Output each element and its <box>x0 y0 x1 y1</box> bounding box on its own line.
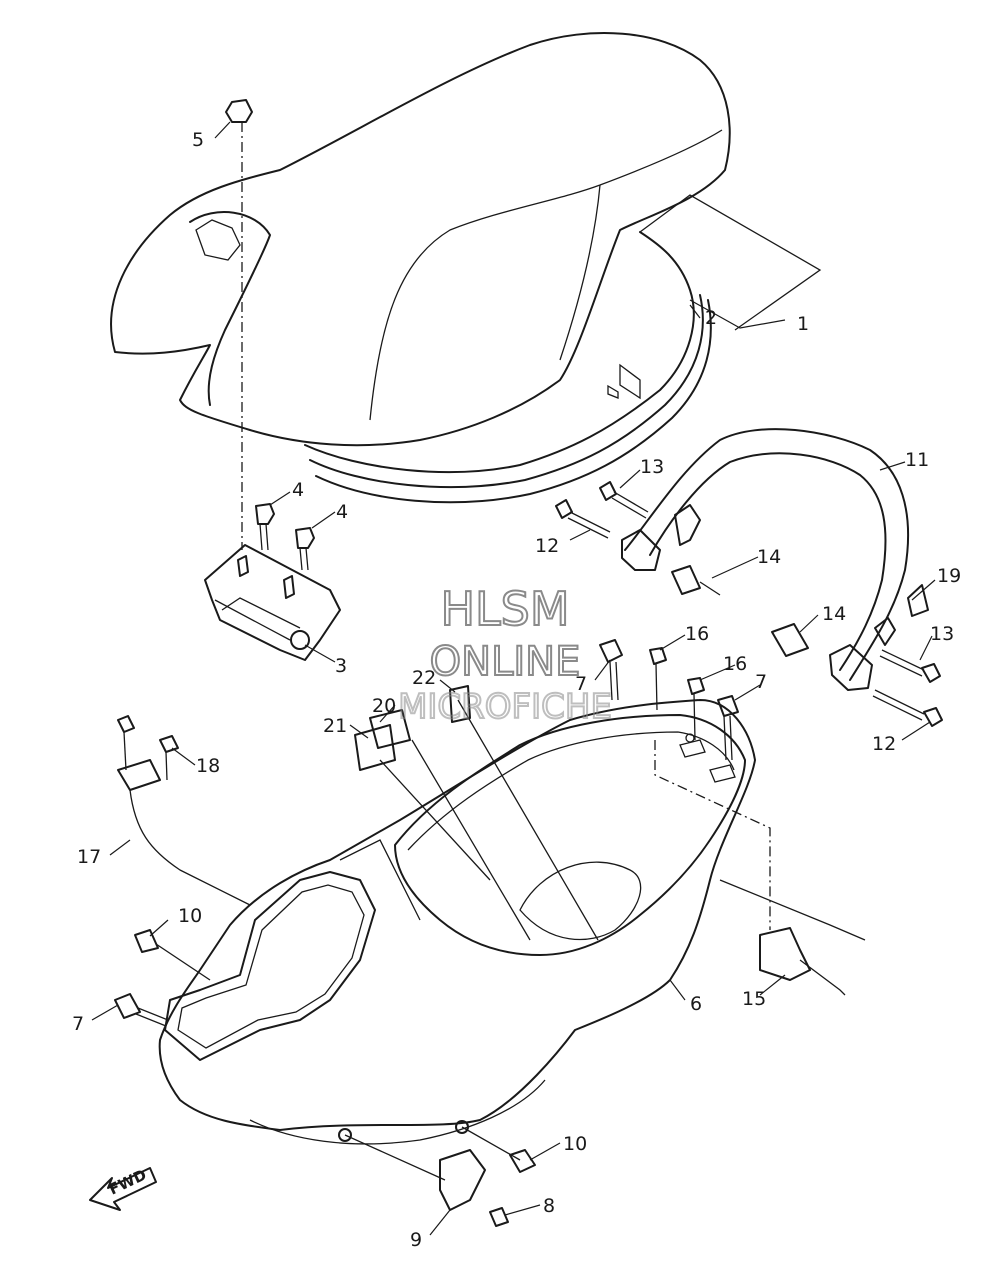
storage-box <box>114 639 866 1227</box>
callout-14b: 14 <box>822 603 846 625</box>
watermark: HLSM ONLINE MICROFICHE <box>397 581 613 728</box>
callout-10a: 10 <box>178 905 202 927</box>
callout-3: 3 <box>335 655 347 677</box>
callout-14a: 14 <box>757 546 781 568</box>
callout-12b: 12 <box>872 733 896 755</box>
watermark-line-1: HLSM <box>440 582 569 636</box>
callout-7c: 7 <box>72 1013 84 1035</box>
callout-13a: 13 <box>640 456 664 478</box>
callout-21: 21 <box>323 715 347 737</box>
callout-16a: 16 <box>685 623 709 645</box>
fwd-label: FWD <box>106 1166 149 1199</box>
callout-11: 11 <box>905 449 929 471</box>
seat-assembly <box>110 32 822 504</box>
callout-7a: 7 <box>575 673 587 695</box>
callout-7b: 7 <box>755 671 767 693</box>
callout-9: 9 <box>410 1229 422 1251</box>
callout-8: 8 <box>543 1195 555 1217</box>
callout-4b: 4 <box>336 501 348 523</box>
callout-12a: 12 <box>535 535 559 557</box>
callout-4a: 4 <box>292 479 304 501</box>
grab-bar <box>555 428 943 727</box>
callout-17: 17 <box>77 846 101 868</box>
callout-5: 5 <box>192 129 204 151</box>
watermark-line-2: ONLINE <box>430 639 581 685</box>
forward-direction-indicator: FWD <box>89 1166 157 1211</box>
callout-10b: 10 <box>563 1133 587 1155</box>
callout-6: 6 <box>690 993 702 1015</box>
callout-20: 20 <box>372 695 396 717</box>
callout-13b: 13 <box>930 623 954 645</box>
seat-hinge <box>204 99 341 661</box>
callout-1: 1 <box>797 313 809 335</box>
callout-16b: 16 <box>723 653 747 675</box>
callout-labels: 1 2 3 4 4 5 6 7 7 7 8 9 10 10 11 12 12 1… <box>72 129 961 1251</box>
callout-19: 19 <box>937 565 961 587</box>
callout-2: 2 <box>705 307 717 329</box>
leader-lines <box>91 121 936 1236</box>
watermark-line-3: MICROFICHE <box>398 687 612 727</box>
callout-18: 18 <box>196 755 220 777</box>
callout-22: 22 <box>412 667 436 689</box>
callout-15: 15 <box>742 988 766 1010</box>
